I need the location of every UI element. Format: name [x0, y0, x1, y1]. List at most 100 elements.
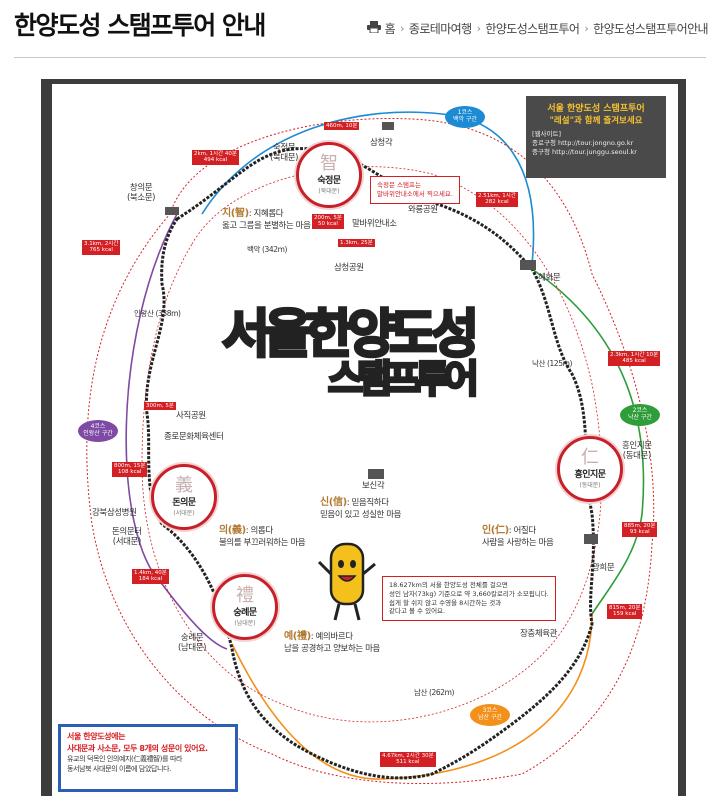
- virtue-head: 예(禮): [284, 631, 311, 642]
- course-pill-3: 3코스 남산 구간: [470, 704, 510, 726]
- mascot-character: [317, 542, 376, 621]
- gate-sukjeongmun: 智 숙정문 (북대문): [296, 142, 362, 208]
- course-tag: 460m, 10분: [324, 122, 360, 131]
- virtue-in: 인(仁): 어질다 사람을 사랑하는 마음: [482, 524, 554, 549]
- place-malbawi: 말바위안내소: [352, 219, 397, 229]
- place-sukjeongmun: 숙정문 (북대문): [270, 143, 299, 163]
- info-box-title: 서울 한양도성 스탬프투어: [547, 104, 645, 114]
- place-samcheong-park: 삼청공원: [334, 263, 364, 273]
- info-box-site1[interactable]: 종로구청 http://tour.jongno.go.kr: [532, 138, 634, 147]
- info-box: 서울 한양도성 스탬프투어 "레설"과 함께 즐겨보세요 [웹사이트] 종로구청…: [526, 96, 666, 178]
- course-tag: 1.3km, 25분: [338, 239, 375, 248]
- place-naksan: 낙산 (125m): [532, 359, 573, 368]
- place-changuimun: 창의문 (북소문): [127, 183, 156, 203]
- printer-icon[interactable]: [366, 21, 381, 36]
- course-tag: 2km, 1시간 40분 494 kcal: [192, 150, 239, 165]
- info-box-sites-label: [웹사이트]: [532, 130, 561, 138]
- stamp-note: 숙정문 스탬프는 말바위안내소에서 찍으세요.: [370, 176, 460, 204]
- gate-name: 돈의문: [172, 498, 196, 508]
- character-note: 18.627km의 서울 한양도성 전체를 걸으면 성인 남자(73kg) 기준…: [382, 576, 556, 622]
- course-tag: 2.3km, 1시간 10분 485 kcal: [608, 351, 661, 366]
- course-pill-1: 1코스 백악 구간: [445, 106, 485, 128]
- place-bosingak: 보신각: [362, 481, 385, 491]
- virtue-head: 의(義): [219, 525, 246, 536]
- chevron-right-icon: ›: [584, 22, 589, 35]
- place-jongno-gym: 종로문화체육센터: [164, 432, 224, 442]
- virtue-text: : 의롭다: [245, 526, 273, 536]
- place-heunginjimun: 흥인지문 (동대문): [622, 441, 652, 461]
- breadcrumb-item-2[interactable]: 한양도성스탬프투어: [485, 22, 580, 36]
- virtue-text: : 어질다: [508, 526, 536, 536]
- place-gwanghuimun: 광희문: [592, 563, 615, 573]
- gate-heunginjimun: 仁 흥인지문 (동대문): [557, 436, 623, 502]
- breadcrumb-home[interactable]: 홈: [384, 22, 396, 36]
- stamp-tour-map: 서울한양도성 스탬프투어 서울 한양도성 스탬프투어 "레설"과 함께 즐겨보세…: [52, 84, 678, 796]
- virtue-ye: 예(禮): 예의바르다 남을 공경하고 양보하는 마음: [284, 630, 380, 655]
- gate-hanja: 義: [175, 475, 193, 496]
- gate-name: 숙정문: [317, 176, 341, 186]
- breadcrumb-item-1[interactable]: 종로테마여행: [408, 22, 472, 36]
- bottom-info-box: 서울 한양도성에는 사대문과 사소문, 모두 8개의 성문이 있어요. 유교의 …: [58, 724, 238, 792]
- gate-sub: (동대문): [579, 482, 601, 489]
- course-tag: 4.67km, 2시간 30분 511 kcal: [380, 752, 436, 767]
- place-samcheonggak: 삼청각: [370, 138, 393, 148]
- virtue-ji: 지(智): 지혜롭다 옳고 그름을 분별하는 마음: [222, 207, 311, 232]
- course-tag: 3.1km, 2시간 765 kcal: [82, 240, 121, 255]
- course-tag: 300m, 5분: [144, 402, 176, 411]
- virtue-desc: 남을 공경하고 양보하는 마음: [284, 643, 380, 654]
- place-bugaksan: 백악 (342m): [247, 245, 288, 254]
- gate-hanja: 智: [320, 153, 338, 174]
- breadcrumb-item-3[interactable]: 한양도성스탬프투어안내: [593, 22, 708, 36]
- chevron-right-icon: ›: [476, 22, 481, 35]
- info-box-subtitle: "레설"과 함께 즐겨보세요: [549, 116, 643, 126]
- place-sajik: 사직공원: [176, 411, 206, 421]
- course-tag: 800m, 15분 108 kcal: [112, 462, 148, 477]
- gate-donuimun: 義 돈의문 (서대문): [151, 464, 217, 530]
- place-sungnyemun: 숭례문 (남대문): [178, 633, 207, 653]
- virtue-desc: 믿음이 있고 성실한 마음: [320, 509, 402, 520]
- place-donuimunteo: 돈의문터 (서대문): [112, 527, 142, 547]
- title-divider: [14, 57, 706, 58]
- place-jangchung: 장충체육관: [520, 629, 558, 639]
- course-pill-2: 2코스 낙산 구간: [620, 404, 660, 426]
- course-pill-4: 4코스 인왕산 구간: [78, 420, 118, 442]
- virtue-head: 신(信): [320, 497, 347, 508]
- course-tag: 2.51km, 1시간 282 kcal: [476, 192, 518, 207]
- gate-hanja: 禮: [236, 585, 254, 606]
- virtue-head: 인(仁): [482, 525, 509, 536]
- place-waryong: 와룡공원: [408, 205, 438, 215]
- gate-sub: (북대문): [318, 188, 340, 195]
- chevron-right-icon: ›: [400, 22, 404, 35]
- bottom-box-line3: 유교의 덕목인 인의예지(仁義禮智)를 따라 동서남북 사대문의 이름에 담았답…: [67, 755, 183, 774]
- course-tag: 815m, 20분 159 kcal: [607, 604, 643, 619]
- gate-sub: (서대문): [173, 510, 195, 517]
- virtue-sin: 신(信): 믿음직하다 믿음이 있고 성실한 마음: [320, 496, 402, 521]
- place-gangbuk: 강북삼성병원: [92, 508, 137, 518]
- virtue-head: 지(智): [222, 208, 249, 219]
- gate-hanja: 仁: [581, 447, 599, 468]
- place-hyehwamun: 혜화문: [538, 273, 561, 283]
- map-title-line1: 서울한양도성: [220, 304, 480, 367]
- virtue-desc: 불의를 부끄러워하는 마음: [219, 537, 306, 548]
- course-tag: 200m, 5분 50 kcal: [312, 214, 344, 229]
- virtue-text: : 지혜롭다: [248, 209, 284, 219]
- virtue-desc: 사람을 사랑하는 마음: [482, 537, 554, 548]
- virtue-text: : 예의바르다: [310, 632, 353, 642]
- virtue-ui: 의(義): 의롭다 불의를 부끄러워하는 마음: [219, 524, 306, 549]
- gate-sungnyemun: 禮 숭례문 (남대문): [212, 574, 278, 640]
- virtue-text: : 믿음직하다: [346, 498, 389, 508]
- virtue-desc: 옳고 그름을 분별하는 마음: [222, 220, 311, 231]
- bottom-box-line1: 서울 한양도성에는: [67, 732, 126, 741]
- course-tag: 1.4km, 40분 184 kcal: [132, 569, 169, 584]
- map-title-line2: 스탬프투어: [327, 356, 481, 403]
- gate-name: 흥인지문: [574, 470, 606, 480]
- place-inwangsan: 인왕산 (338m): [134, 309, 181, 318]
- place-namsan: 남산 (262m): [414, 688, 455, 697]
- info-box-site2[interactable]: 중구청 http://tour.junggu.seoul.kr: [532, 147, 637, 156]
- breadcrumb: 홈 › 종로테마여행 › 한양도성스탬프투어 › 한양도성스탬프투어안내: [366, 20, 709, 37]
- course-tag: 885m, 20분 93 kcal: [622, 522, 658, 537]
- page-title: 한양도성 스탬프투어 안내: [14, 11, 266, 40]
- bottom-box-line2: 사대문과 사소문, 모두 8개의 성문이 있어요.: [67, 743, 208, 753]
- gate-name: 숭례문: [233, 608, 257, 618]
- gate-sub: (남대문): [234, 620, 256, 627]
